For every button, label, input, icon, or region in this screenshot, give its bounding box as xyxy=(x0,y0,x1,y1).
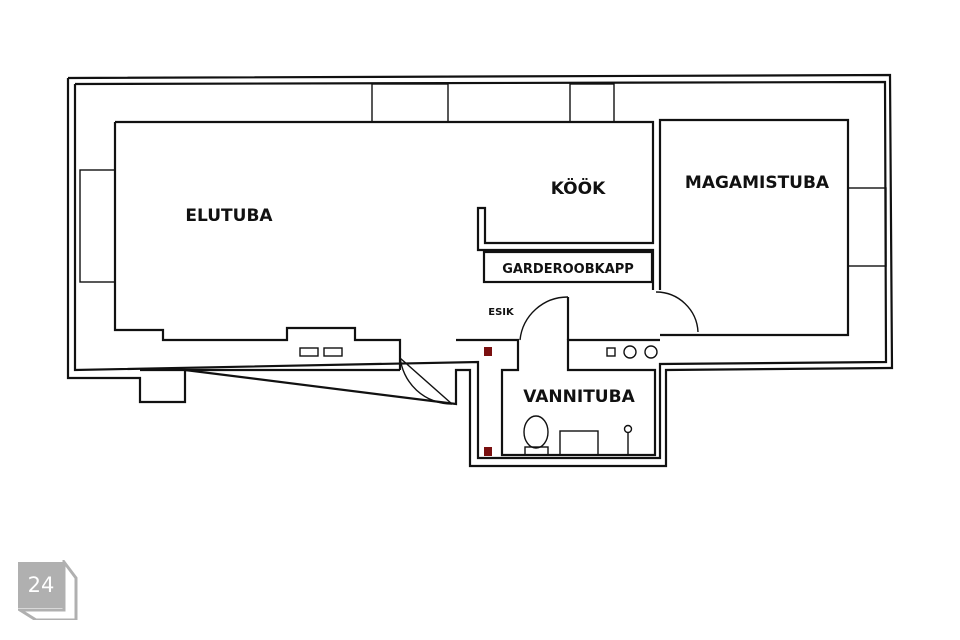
entry-door-swing xyxy=(399,355,453,405)
outlet-icon xyxy=(484,347,492,356)
outer-wall-inner xyxy=(73,80,888,460)
page-number: 24 xyxy=(27,573,55,597)
living-room-bottom-wall xyxy=(113,122,402,370)
entry-door-leaf xyxy=(399,357,453,405)
switch-icon xyxy=(606,347,616,357)
bedroom-door-swing xyxy=(655,291,699,333)
window-right xyxy=(847,187,887,267)
radiator-icon xyxy=(323,347,343,357)
room-label-bedroom: MAGAMISTUBA xyxy=(685,173,830,193)
toilet-tank xyxy=(524,446,549,456)
window-top-left xyxy=(371,83,449,123)
bath-door-swing xyxy=(519,296,569,341)
room-label-living: ELUTUBA xyxy=(185,206,273,226)
room-label-hall: ESIK xyxy=(488,307,515,318)
window-left xyxy=(79,169,116,283)
outer-wall xyxy=(66,73,894,468)
room-label-bathroom: VANNITUBA xyxy=(523,387,635,407)
window-top-right xyxy=(569,83,615,123)
sink-icon xyxy=(559,430,599,456)
wardrobe xyxy=(482,250,654,284)
shower-icon xyxy=(623,424,633,434)
valve-icon xyxy=(623,345,637,359)
radiator-icon xyxy=(299,347,319,357)
outlet-icon xyxy=(484,447,492,456)
bedroom-walls xyxy=(658,118,850,337)
room-label-kitchen: KÖÖK xyxy=(551,177,606,199)
room-label-wardrobe: GARDEROOBKAPP xyxy=(502,262,634,277)
living-room-walls xyxy=(115,120,655,290)
page-badge xyxy=(18,560,78,620)
valve-icon xyxy=(644,345,658,359)
toilet-icon xyxy=(523,415,549,449)
